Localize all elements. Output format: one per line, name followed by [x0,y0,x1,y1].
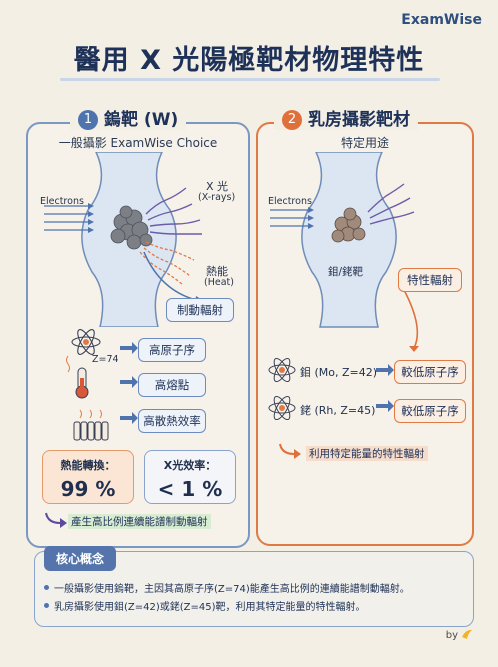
element-arrows [376,364,394,412]
brand-logo: ExamWise [401,12,482,28]
xray-efficiency-label: X光效率： [163,459,217,472]
mo-low-z-badge: 較低原子序 [394,360,466,384]
brand-mark-icon [462,629,472,639]
xray-en-label: (X-rays) [198,192,236,203]
core-concept-tag: 核心概念 [44,546,117,571]
heat-conversion-value: 99 % [60,477,116,501]
xray-efficiency-stat: X光效率： < 1 % [144,450,236,504]
core-line-2-text: 乳房攝影使用鉬(Z=42)或銠(Z=45)靶，利用其特定能量的特性輻射。 [54,602,366,613]
heat-en-label: (Heat) [204,277,234,288]
characteristic-radiation-badge: 特性輻射 [398,268,462,292]
page-title: 醫用 X 光陽極靶材物理特性 [73,45,425,76]
element-atom-icons [268,357,296,421]
mo-atom-icon [268,357,296,383]
tungsten-panel-heading: 1 鎢靶 (W) [70,105,187,130]
core-line-2: 乳房攝影使用鉬(Z=42)或銠(Z=45)靶，利用其特定能量的特性輻射。 [44,598,366,613]
xray-label: X 光 [206,180,229,193]
thermometer-icon [66,355,89,399]
rh-atom-icon [268,395,296,421]
mammography-subtitle: 特定用途 [340,136,389,150]
target-label: 鉬/銠靶 [328,266,364,278]
mammography-title: 乳房攝影靶材 [308,110,410,130]
z74-label: Z=74 [92,354,119,365]
mammography-panel-heading: 2 乳房攝影靶材 [274,105,418,130]
arrow-right-icon [45,512,67,528]
mo-label: 鉬 (Mo, Z=42) [300,366,378,379]
bullet-dot [44,603,49,608]
bullet-dot [44,585,49,590]
property-heat-dissipation: 高散熱效率 [138,409,206,433]
rh-low-z-badge: 較低原子序 [394,399,466,423]
tungsten-subtitle: 一般攝影 ExamWise Choice [58,136,218,150]
property-high-melting: 高熔點 [138,373,206,397]
tungsten-title: 鎢靶 (W) [104,110,179,130]
tungsten-bottom-note: 產生高比例連續能譜制動輻射 [68,514,211,529]
heat-label: 熱能 [206,265,228,278]
tungsten-tube-illustration [44,152,204,327]
property-high-z: 高原子序 [138,338,206,362]
core-line-1-text: 一般攝影使用鎢靶，主因其高原子序(Z=74)能產生高比例的連續能譜制動輻射。 [54,584,410,595]
panel-number-2: 2 [282,110,302,130]
electrons-label-left: Electrons [40,196,84,207]
panel-number-1: 1 [78,110,98,130]
xray-efficiency-value: < 1 % [157,477,223,501]
mammography-tube-illustration [270,152,419,352]
property-icons [66,329,109,441]
property-arrows [120,342,138,424]
heat-conversion-stat: 熱能轉換： 99 % [42,450,134,504]
atom-icon [71,329,101,355]
arrow-right-icon-orange [279,443,301,459]
rh-label: 銠 (Rh, Z=45) [300,404,376,417]
bremsstrahlung-badge: 制動輻射 [166,298,234,322]
mammography-bottom-note: 利用特定能量的特性輻射 [306,446,428,461]
heat-conversion-label: 熱能轉換： [60,459,116,472]
electrons-label-right: Electrons [268,196,312,207]
radiator-icon [73,421,109,441]
core-line-1: 一般攝影使用鎢靶，主因其高原子序(Z=74)能產生高比例的連續能譜制動輻射。 [44,580,410,595]
title-underline [60,78,440,81]
footer-by: by [445,630,458,641]
